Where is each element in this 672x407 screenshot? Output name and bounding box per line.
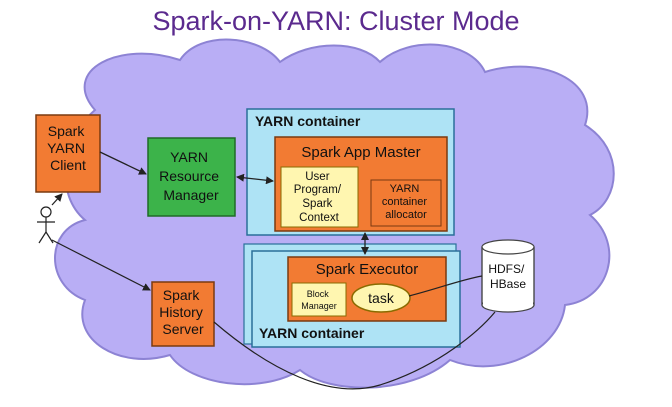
connector-history-to-hdfs xyxy=(213,311,496,390)
spark-app-master-label: Spark App Master xyxy=(301,144,420,161)
container-allocator-label: YARN container allocator xyxy=(382,183,430,221)
arrow-resource-manager-app-master xyxy=(236,173,274,185)
arrow-user-to-history-server xyxy=(51,239,151,291)
yarn-container-bottom-label: YARN container xyxy=(259,325,365,341)
user-program-label: User Program/ Spark Context xyxy=(294,171,345,224)
spark-yarn-client-label: Spark YARN Client xyxy=(47,123,89,173)
user-stick-figure-icon xyxy=(37,206,55,244)
task-ellipse xyxy=(351,283,411,313)
spark-history-server-label: Spark History Server xyxy=(159,287,206,337)
user-program-box xyxy=(280,166,359,228)
arrow-client-to-resource-manager xyxy=(99,151,147,175)
hdfs-hbase-cylinder xyxy=(481,239,535,313)
page-title: Spark-on-YARN: Cluster Mode xyxy=(152,6,520,36)
hdfs-label: HDFS/ HBase xyxy=(488,262,527,291)
yarn-resource-manager-box xyxy=(147,137,236,217)
block-manager-box xyxy=(291,282,347,317)
spark-executor-label: Spark Executor xyxy=(316,261,419,278)
container-allocator-box xyxy=(370,179,442,227)
yarn-container-top-label: YARN container xyxy=(255,113,361,129)
yarn-resource-manager-label: YARN Resource Manager xyxy=(159,149,223,203)
spark-history-server-box xyxy=(151,281,215,347)
arrow-user-to-client xyxy=(51,193,63,206)
task-label: task xyxy=(368,290,395,306)
block-manager-label: Block Manager xyxy=(301,289,337,311)
spark-yarn-client-box xyxy=(35,114,101,193)
connector-task-to-hdfs xyxy=(408,275,483,297)
